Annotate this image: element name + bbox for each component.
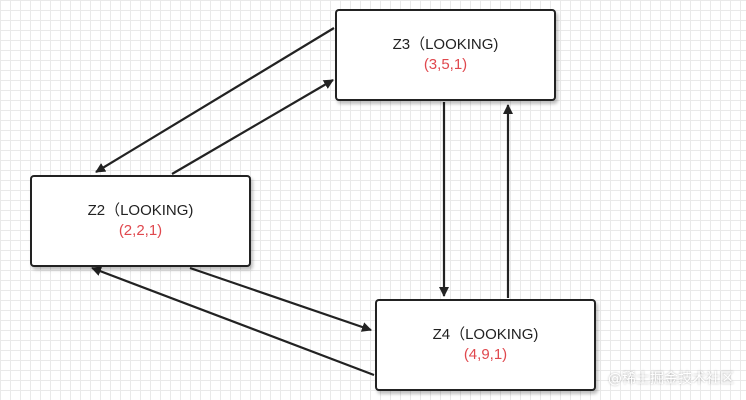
- node-z2-vote: (2,2,1): [118, 222, 163, 239]
- node-z3-vote: (3,5,1): [423, 56, 468, 73]
- edge-z3-to-z2: [95, 27, 335, 173]
- node-z4-vote: (4,9,1): [463, 346, 508, 363]
- node-z4[interactable]: Z4（LOOKING) (4,9,1): [375, 299, 596, 391]
- edge-z4-to-z2: [91, 266, 375, 377]
- node-z2-title: Z2（LOOKING): [87, 202, 194, 219]
- edge-z2-to-z4: [189, 266, 372, 332]
- node-z3-title: Z3（LOOKING): [392, 36, 499, 53]
- edge-z2-to-z3: [171, 79, 334, 175]
- node-z4-title: Z4（LOOKING): [432, 326, 539, 343]
- node-z3[interactable]: Z3（LOOKING) (3,5,1): [335, 9, 556, 101]
- watermark-text: @稀土掘金技术社区: [608, 371, 734, 387]
- node-z2[interactable]: Z2（LOOKING) (2,2,1): [30, 175, 251, 267]
